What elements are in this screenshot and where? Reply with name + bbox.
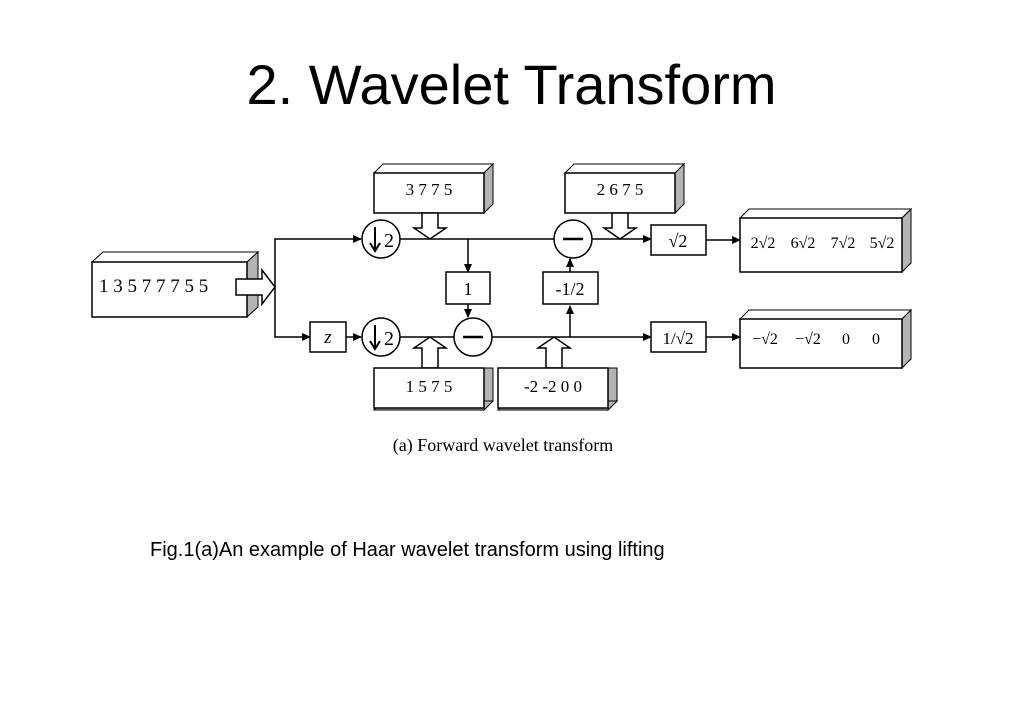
downsampler-bottom: 2 bbox=[361, 317, 401, 357]
low-scale-box: √2 bbox=[650, 224, 707, 256]
high-output-value: −√2 bbox=[795, 331, 821, 348]
low-output-box: 2√2 6√2 7√2 5√2 bbox=[738, 207, 913, 274]
detail-values-hollow-arrow bbox=[535, 336, 573, 369]
predict-coefficient: 1 bbox=[464, 279, 473, 299]
downsample-factor-top: 2 bbox=[384, 230, 394, 252]
predict-box: 1 bbox=[445, 271, 491, 305]
detail-values-box: -2 -2 0 0 bbox=[496, 367, 619, 412]
high-output-value: 0 bbox=[872, 331, 880, 348]
signal-split-lines bbox=[274, 235, 362, 341]
figure-caption: Fig.1(a)An example of Haar wavelet trans… bbox=[150, 539, 665, 561]
high-output-box: −√2 −√2 0 0 bbox=[738, 308, 913, 370]
input-hollow-arrow bbox=[235, 267, 276, 307]
low-output-value: 2√2 bbox=[751, 235, 776, 252]
delay-label: z bbox=[323, 327, 332, 348]
detail-values-text: -2 -2 0 0 bbox=[524, 377, 582, 396]
update-box: -1/2 bbox=[542, 271, 599, 305]
downsampler-top: 2 bbox=[361, 219, 401, 259]
odd-samples-box: 1 5 7 5 bbox=[372, 367, 495, 412]
high-output-value: 0 bbox=[842, 331, 850, 348]
high-output-value: −√2 bbox=[752, 331, 778, 348]
low-output-value: 6√2 bbox=[791, 235, 816, 252]
high-scale-label: 1/√2 bbox=[662, 329, 693, 348]
delay-box: z bbox=[309, 321, 347, 353]
low-scale-label: √2 bbox=[669, 231, 688, 251]
updated-values-text: 2 6 7 5 bbox=[597, 180, 644, 199]
updated-values-box: 2 6 7 5 bbox=[563, 162, 686, 215]
low-output-value: 5√2 bbox=[870, 235, 895, 252]
low-output-value: 7√2 bbox=[831, 235, 856, 252]
downsample-factor-bottom: 2 bbox=[384, 328, 394, 350]
subtractor-top bbox=[553, 219, 593, 259]
high-scale-box: 1/√2 bbox=[650, 321, 707, 353]
slide-title: 2. Wavelet Transform bbox=[246, 53, 777, 116]
updated-values-hollow-arrow bbox=[601, 212, 639, 240]
input-signal-text: 1 3 5 7 7 7 5 5 bbox=[99, 276, 208, 297]
odd-samples-hollow-arrow bbox=[411, 336, 449, 369]
even-samples-box: 3 7 7 5 bbox=[372, 162, 495, 215]
subtractor-bottom bbox=[453, 317, 493, 357]
diagram-caption: (a) Forward wavelet transform bbox=[393, 435, 613, 456]
odd-path-lines bbox=[400, 305, 652, 341]
even-path-lines bbox=[400, 235, 652, 273]
input-signal-box: 1 3 5 7 7 7 5 5 bbox=[90, 250, 260, 319]
odd-samples-text: 1 5 7 5 bbox=[406, 377, 453, 396]
even-samples-text: 3 7 7 5 bbox=[406, 180, 453, 199]
update-coefficient: -1/2 bbox=[556, 279, 585, 299]
even-samples-hollow-arrow bbox=[411, 212, 449, 240]
